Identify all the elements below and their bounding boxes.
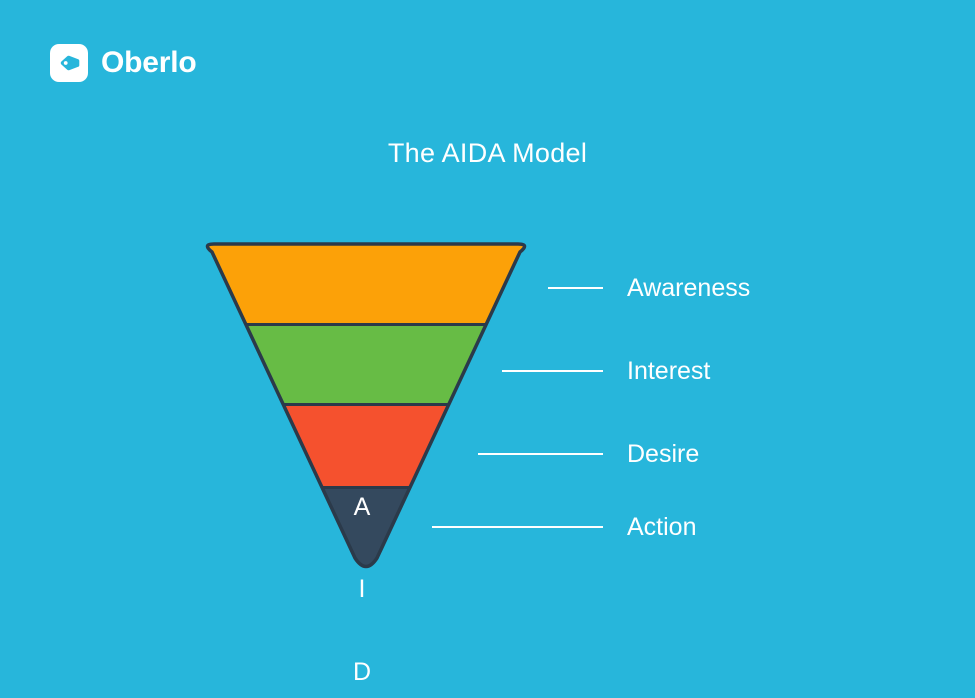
funnel-band-awareness	[207, 244, 525, 325]
legend-label-awareness: Awareness	[627, 273, 751, 302]
funnel-shape	[205, 242, 527, 569]
leader-line-action	[432, 526, 603, 528]
leader-line-interest	[502, 370, 603, 372]
legend-item-awareness: Awareness	[548, 271, 750, 305]
chart-title: The AIDA Model	[387, 138, 588, 168]
leader-line-desire	[478, 453, 603, 455]
brand-logo: Oberlo	[50, 44, 197, 82]
legend-label-desire: Desire	[627, 439, 700, 468]
funnel-letter-desire: D	[352, 658, 372, 686]
aida-funnel: A I D A	[180, 225, 550, 685]
funnel-band-interest	[207, 324, 525, 405]
funnel-outline	[205, 242, 527, 569]
legend-label-action: Action	[627, 512, 697, 541]
legend-label-interest: Interest	[627, 356, 711, 385]
legend-item-action: Action	[432, 510, 696, 544]
legend-item-desire: Desire	[478, 437, 699, 471]
leader-line-awareness	[548, 287, 603, 289]
oberlo-tag-icon	[50, 44, 88, 82]
brand-name: Oberlo	[101, 46, 197, 79]
legend-item-interest: Interest	[502, 354, 710, 388]
